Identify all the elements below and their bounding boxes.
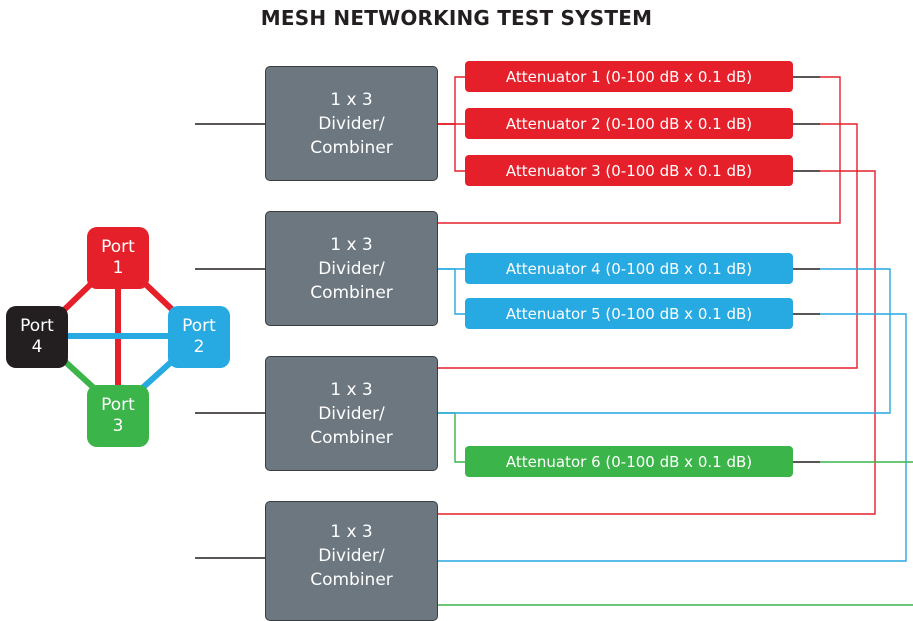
port-2: Port 2 [168, 306, 230, 368]
divider-label: Combiner [310, 137, 393, 158]
attenuator-3: Attenuator 3 (0-100 dB x 0.1 dB) [465, 155, 793, 186]
port-label: Port [182, 316, 216, 336]
port-1: Port 1 [87, 227, 149, 289]
divider1-outputs [438, 76, 465, 172]
attenuator-2: Attenuator 2 (0-100 dB x 0.1 dB) [465, 108, 793, 139]
divider-combiner-3: 1 x 3 Divider/ Combiner [265, 356, 438, 471]
divider-label: 1 x 3 [330, 234, 373, 255]
port-4: Port 4 [6, 306, 68, 368]
att2-route [438, 123, 858, 369]
att5-route [438, 313, 907, 562]
att1-route [438, 76, 841, 224]
divider-label: 1 x 3 [330, 89, 373, 110]
att3-route [438, 170, 876, 515]
divider-combiner-2: 1 x 3 Divider/ Combiner [265, 211, 438, 326]
port-label: Port [20, 316, 54, 336]
divider3-outputs [438, 412, 465, 463]
divider2-outputs [438, 268, 465, 315]
divider-label: Combiner [310, 427, 393, 448]
attenuator-5: Attenuator 5 (0-100 dB x 0.1 dB) [465, 298, 793, 329]
port-number: 2 [193, 337, 205, 357]
diagram-title: MESH NETWORKING TEST SYSTEM [260, 6, 653, 30]
divider-label: Divider/ [318, 113, 385, 134]
port-number: 1 [112, 258, 124, 278]
port-label: Port [101, 395, 135, 415]
divider-combiner-1: 1 x 3 Divider/ Combiner [265, 66, 438, 181]
divider-label: Combiner [310, 282, 393, 303]
divider-label: 1 x 3 [330, 379, 373, 400]
divider-label: Divider/ [318, 258, 385, 279]
attenuator-1: Attenuator 1 (0-100 dB x 0.1 dB) [465, 61, 793, 92]
port-number: 3 [112, 416, 124, 436]
divider-label: 1 x 3 [330, 522, 373, 542]
att6-route [438, 461, 913, 606]
divider-label: Combiner [310, 570, 393, 590]
port-number: 4 [31, 337, 43, 357]
port-3: Port 3 [87, 385, 149, 447]
attenuator-6: Attenuator 6 (0-100 dB x 0.1 dB) [465, 446, 793, 477]
attenuator-4: Attenuator 4 (0-100 dB x 0.1 dB) [465, 253, 793, 284]
att4-route [438, 268, 891, 414]
port-label: Port [101, 237, 135, 257]
divider-label: Divider/ [318, 403, 385, 424]
divider-combiner-4: 1 x 3 Divider/ Combiner [265, 501, 438, 621]
divider-label: Divider/ [318, 546, 385, 566]
